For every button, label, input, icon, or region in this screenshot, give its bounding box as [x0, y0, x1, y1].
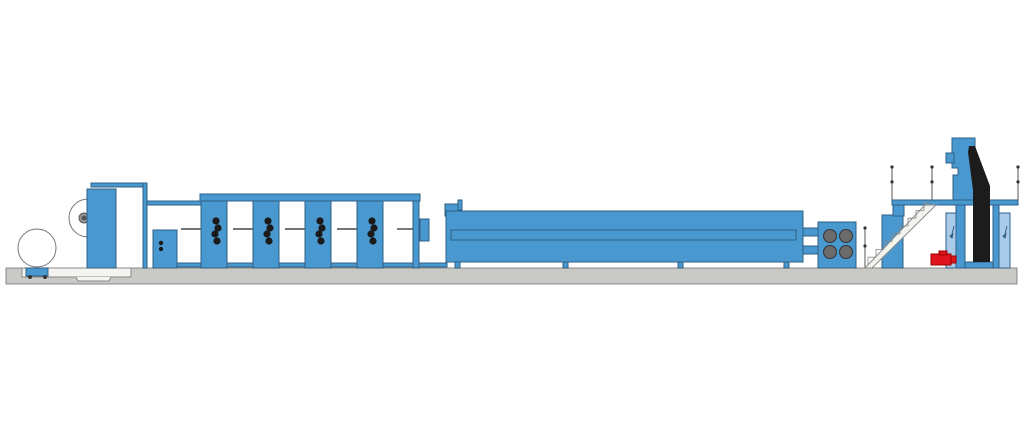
connector-lower	[802, 245, 819, 255]
railing-knob	[1016, 165, 1020, 169]
print-roller	[211, 230, 219, 238]
print-roller	[370, 224, 378, 232]
print-roller	[266, 224, 274, 232]
railing-knob	[863, 226, 867, 230]
stair-step	[915, 209, 924, 219]
print-roller	[213, 237, 221, 245]
stair-step	[867, 256, 876, 265]
rewind-post-right	[992, 204, 1000, 269]
print-roller	[265, 237, 273, 245]
base-notch	[75, 276, 112, 282]
railing-knob	[890, 165, 894, 169]
chill-roll	[839, 229, 853, 243]
print-roller	[318, 224, 326, 232]
railing-knob	[930, 165, 934, 169]
dryer-leg	[677, 261, 684, 269]
panel-arrow-icon	[949, 225, 955, 239]
dryer-slot	[450, 229, 797, 241]
drive-motor	[930, 253, 952, 266]
roll-cart	[25, 267, 49, 277]
print-roller	[316, 217, 324, 225]
stair-step	[923, 202, 932, 211]
motor-cap	[938, 250, 948, 256]
print-roller	[367, 230, 375, 238]
railing-knob	[1016, 180, 1020, 184]
stair-step	[891, 233, 900, 242]
connector-upper	[802, 227, 819, 237]
stair-step	[899, 225, 908, 234]
print-roller	[263, 230, 271, 238]
rewind-post-left	[955, 204, 966, 269]
print-frame-top	[199, 193, 421, 202]
cabinet-knob	[158, 240, 164, 246]
infeed-bar	[146, 200, 202, 206]
dryer-leg	[454, 261, 461, 269]
floor-base	[5, 267, 1018, 285]
cart-wheel	[43, 275, 47, 279]
cabinet-knob	[158, 246, 164, 252]
railing-knob	[930, 180, 934, 184]
print-roller	[264, 217, 272, 225]
railing-knob	[863, 244, 867, 248]
outfeed-box	[419, 218, 430, 242]
print-roller	[212, 217, 220, 225]
unwind-roll	[17, 228, 57, 268]
chill-roll-cabinet	[817, 221, 857, 269]
dryer-leg	[562, 261, 569, 269]
tower-bracket	[945, 152, 955, 164]
infeed-frame-post	[142, 182, 148, 269]
stair-step	[875, 248, 884, 258]
dryer-leg	[783, 261, 790, 269]
railing-knob	[890, 180, 894, 184]
print-frame-end-post	[412, 200, 420, 269]
infeed-frame-top	[90, 182, 147, 188]
cart-wheel	[28, 275, 32, 279]
chill-roll	[823, 245, 837, 259]
platform-deck	[891, 199, 1019, 206]
print-roller	[368, 217, 376, 225]
stair-step	[907, 217, 916, 226]
print-roller	[369, 237, 377, 245]
web-belt	[968, 146, 990, 262]
side-panel-right	[998, 212, 1011, 269]
infeed-tower	[86, 188, 117, 269]
dryer-inlet-cap	[457, 199, 463, 211]
rewind-base	[964, 261, 994, 269]
print-roller	[214, 224, 222, 232]
print-roller	[317, 237, 325, 245]
motor-coupling	[950, 255, 957, 264]
panel-arrow-icon	[1002, 225, 1008, 239]
stair-step	[883, 241, 892, 250]
disc-hub-inner	[81, 215, 87, 221]
chill-roll	[839, 245, 853, 259]
print-roller	[315, 230, 323, 238]
stair-block-upper	[892, 203, 905, 217]
control-cabinet	[152, 229, 178, 269]
chill-roll	[823, 229, 837, 243]
